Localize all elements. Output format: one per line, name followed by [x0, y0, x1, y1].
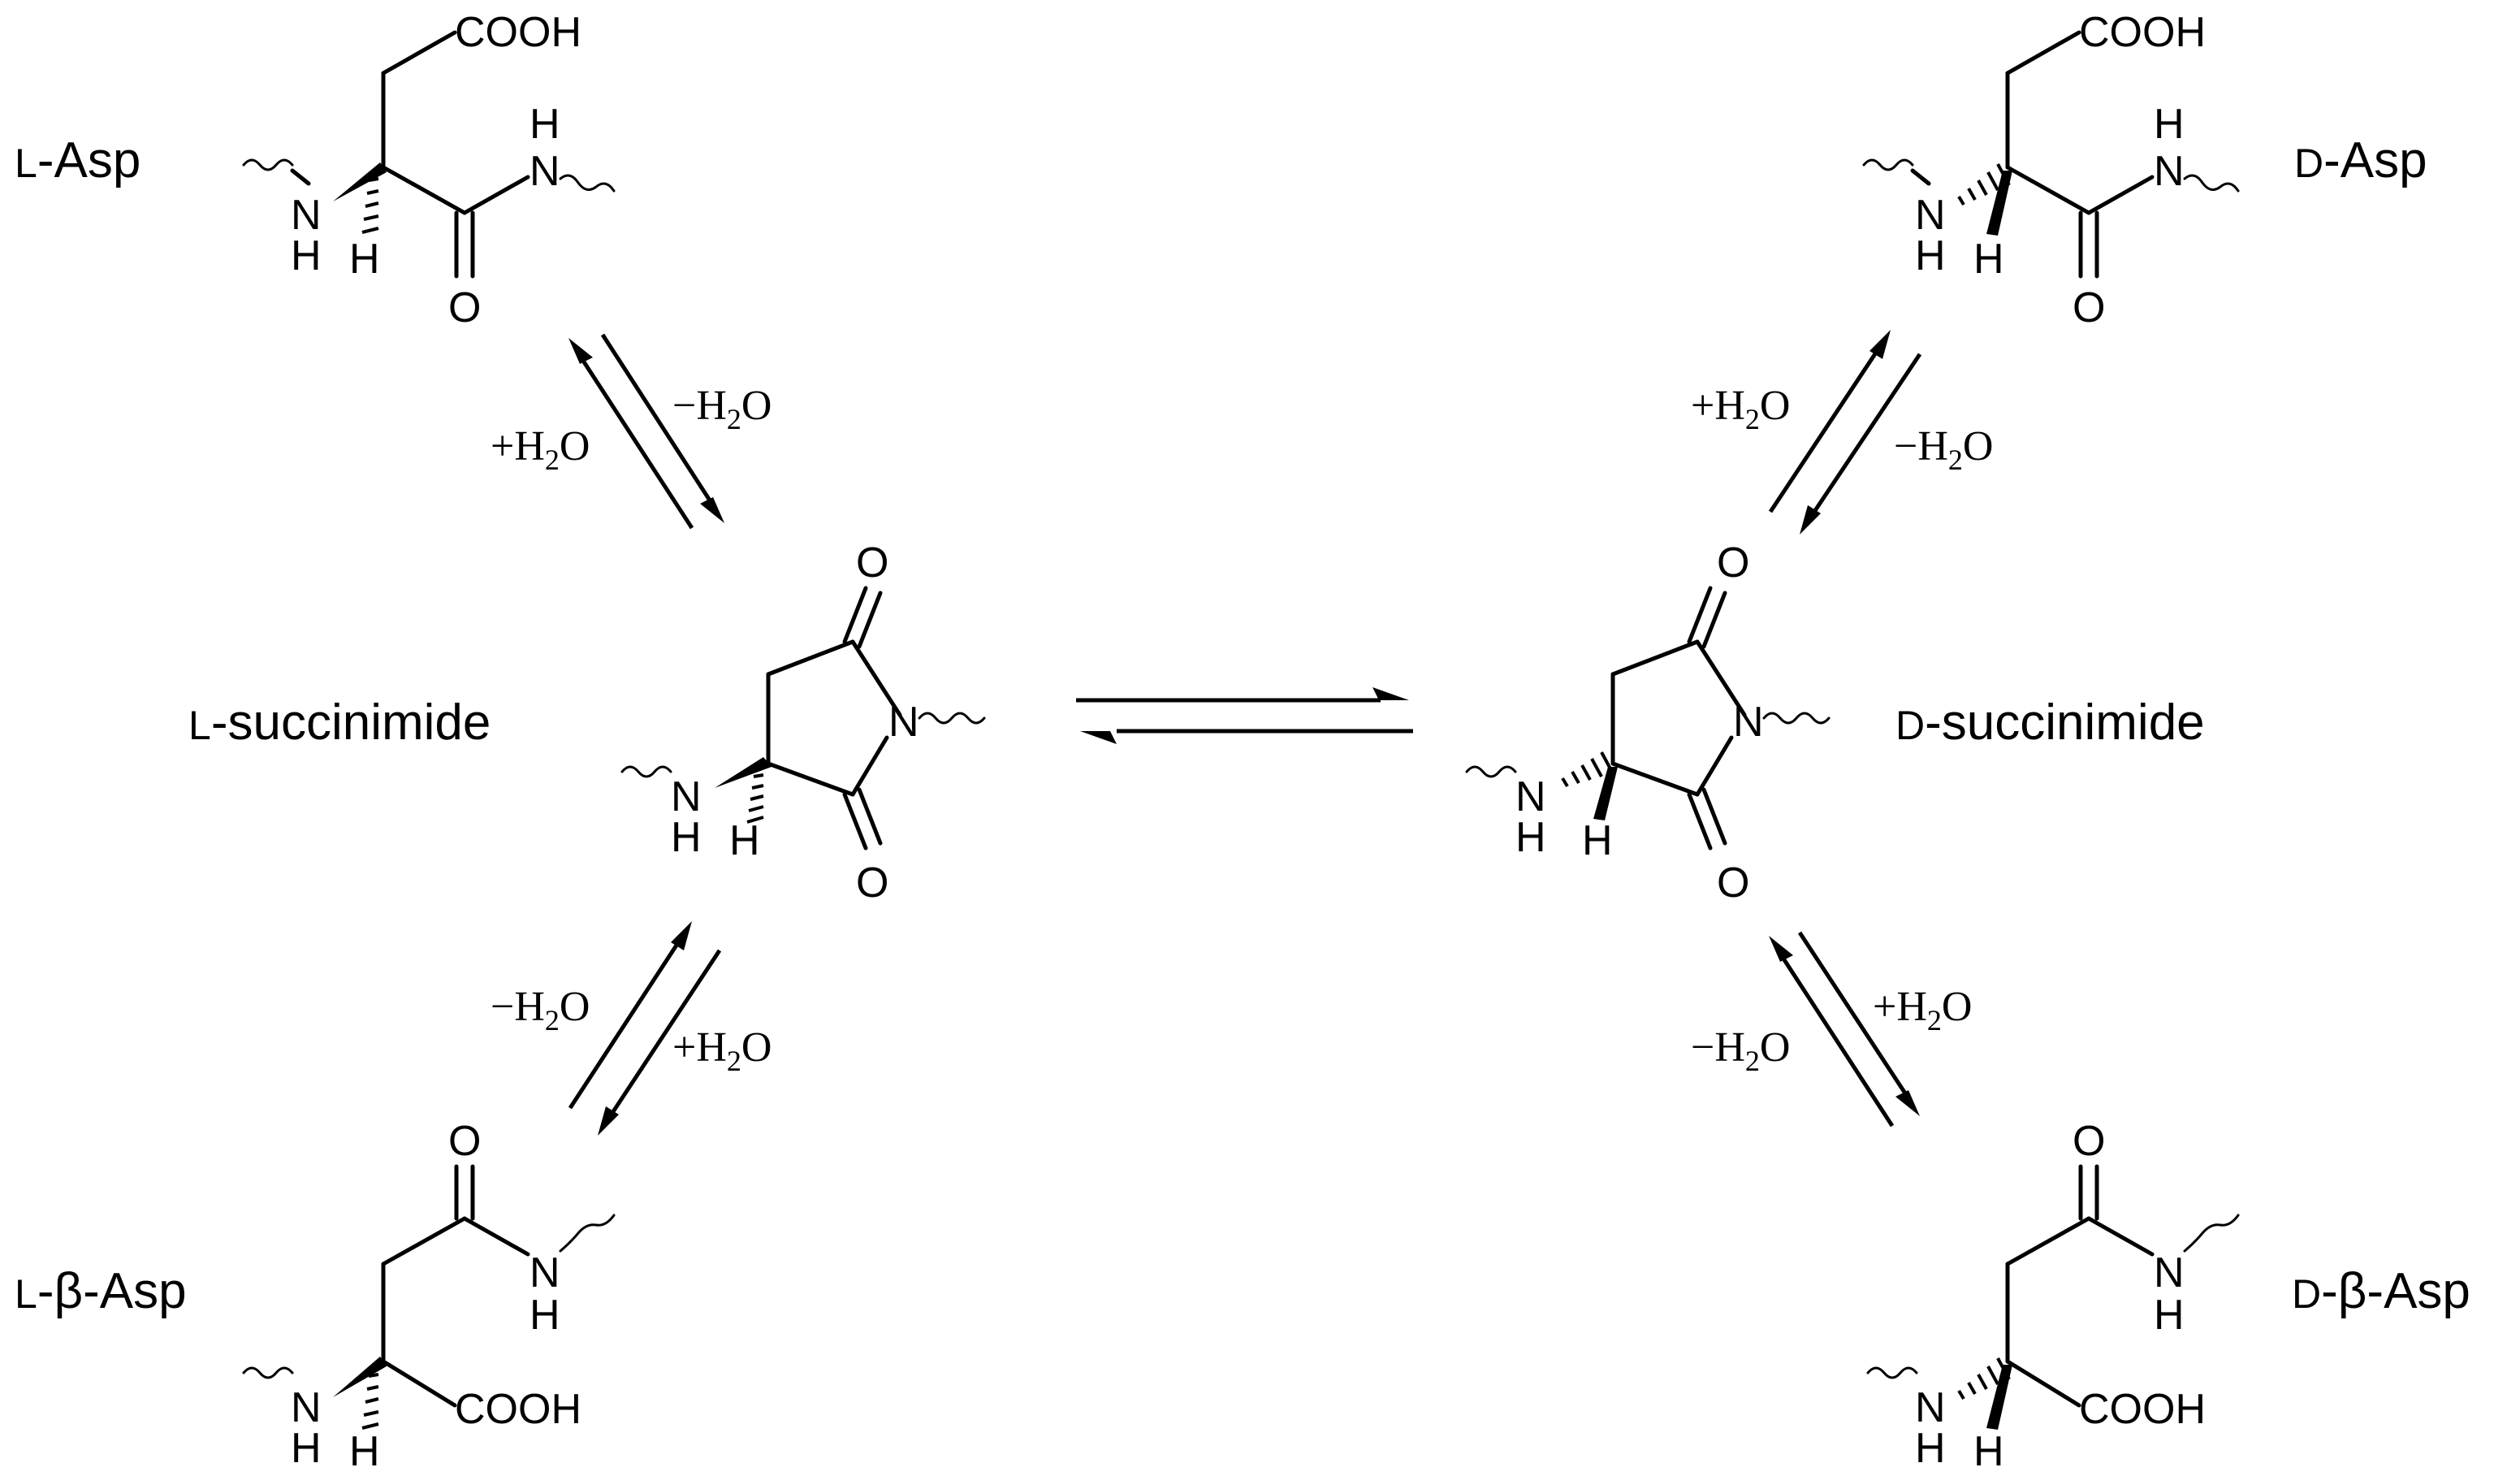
- label-l-succinimide: L-succinimide: [188, 695, 491, 751]
- atom-o: O: [1717, 859, 1749, 907]
- atom-h: H: [349, 1428, 380, 1475]
- cooh-label: COOH: [455, 9, 581, 56]
- condition-plus-h2o: +H2O: [491, 423, 590, 476]
- equilibrium-arrows-l-succinimide-beta: [568, 921, 722, 1136]
- atom-h: H: [2154, 101, 2185, 148]
- cooh-label: COOH: [455, 1386, 581, 1433]
- atom-h: H: [729, 817, 760, 864]
- equilibrium-arrows-l-asp-succinimide: [568, 333, 724, 530]
- atom-h: H: [1973, 236, 2004, 283]
- condition-minus-h2o: −H2O: [1691, 1024, 1790, 1077]
- atom-h: H: [291, 232, 322, 279]
- atom-h: H: [530, 101, 560, 148]
- atom-o: O: [856, 539, 888, 587]
- condition-plus-h2o: +H2O: [1873, 984, 1972, 1037]
- atom-o: O: [448, 284, 481, 331]
- atom-o: O: [2073, 284, 2105, 331]
- atom-h: H: [1515, 814, 1546, 861]
- atom-o: O: [448, 1118, 481, 1165]
- condition-plus-h2o: +H2O: [1691, 383, 1790, 435]
- atom-n: N: [530, 148, 560, 195]
- atom-h: H: [2154, 1292, 2185, 1339]
- atom-h: H: [1915, 1425, 1946, 1472]
- equilibrium-arrows-d-succinimide-beta: [1769, 931, 1920, 1128]
- atom-n: N: [1915, 192, 1946, 239]
- atom-n: N: [1915, 1384, 1946, 1431]
- label-d-beta-asp: D-β-Asp: [2292, 1263, 2470, 1319]
- structure-d-asp: N H COOH H O N H: [1862, 9, 2240, 331]
- cooh-label: COOH: [2079, 9, 2206, 56]
- label-l-asp: L-Asp: [15, 132, 140, 188]
- structure-d-beta-asp: O N H COOH N H H: [1866, 1118, 2240, 1475]
- atom-h: H: [530, 1292, 560, 1339]
- atom-n: N: [1733, 699, 1764, 746]
- atom-h: H: [671, 814, 702, 861]
- equilibrium-arrows-d-asp-succinimide: [1768, 330, 1922, 535]
- atom-n: N: [888, 699, 919, 746]
- atom-o: O: [1717, 539, 1749, 587]
- atom-h: H: [1915, 232, 1946, 279]
- atom-h: H: [1582, 817, 1613, 864]
- atom-n: N: [1515, 773, 1546, 820]
- structure-d-succinimide: O O N N H H: [1465, 539, 1831, 907]
- atom-n: N: [530, 1249, 560, 1296]
- atom-n: N: [2154, 148, 2185, 195]
- atom-h: H: [291, 1425, 322, 1472]
- label-d-asp: D-Asp: [2294, 132, 2427, 188]
- cooh-label: COOH: [2079, 1386, 2206, 1433]
- structure-l-succinimide: O O N N H H: [620, 539, 986, 907]
- structure-l-beta-asp: O N H COOH N H H: [242, 1118, 616, 1475]
- atom-n: N: [291, 1384, 322, 1431]
- condition-minus-h2o: −H2O: [1894, 423, 1993, 476]
- atom-n: N: [2154, 1249, 2185, 1296]
- condition-minus-h2o: −H2O: [672, 383, 772, 435]
- condition-minus-h2o: −H2O: [491, 984, 590, 1037]
- atom-o: O: [856, 859, 888, 907]
- label-d-succinimide: D-succinimide: [1895, 695, 2205, 751]
- label-l-beta-asp: L-β-Asp: [15, 1263, 187, 1319]
- condition-plus-h2o: +H2O: [672, 1024, 772, 1077]
- atom-h: H: [1973, 1428, 2004, 1475]
- atom-h: H: [349, 236, 380, 283]
- atom-n: N: [671, 773, 702, 820]
- structure-l-asp: N H COOH H O N H: [242, 9, 616, 331]
- atom-o: O: [2073, 1118, 2105, 1165]
- atom-n: N: [291, 192, 322, 239]
- equilibrium-arrows-racemization: [1076, 687, 1413, 744]
